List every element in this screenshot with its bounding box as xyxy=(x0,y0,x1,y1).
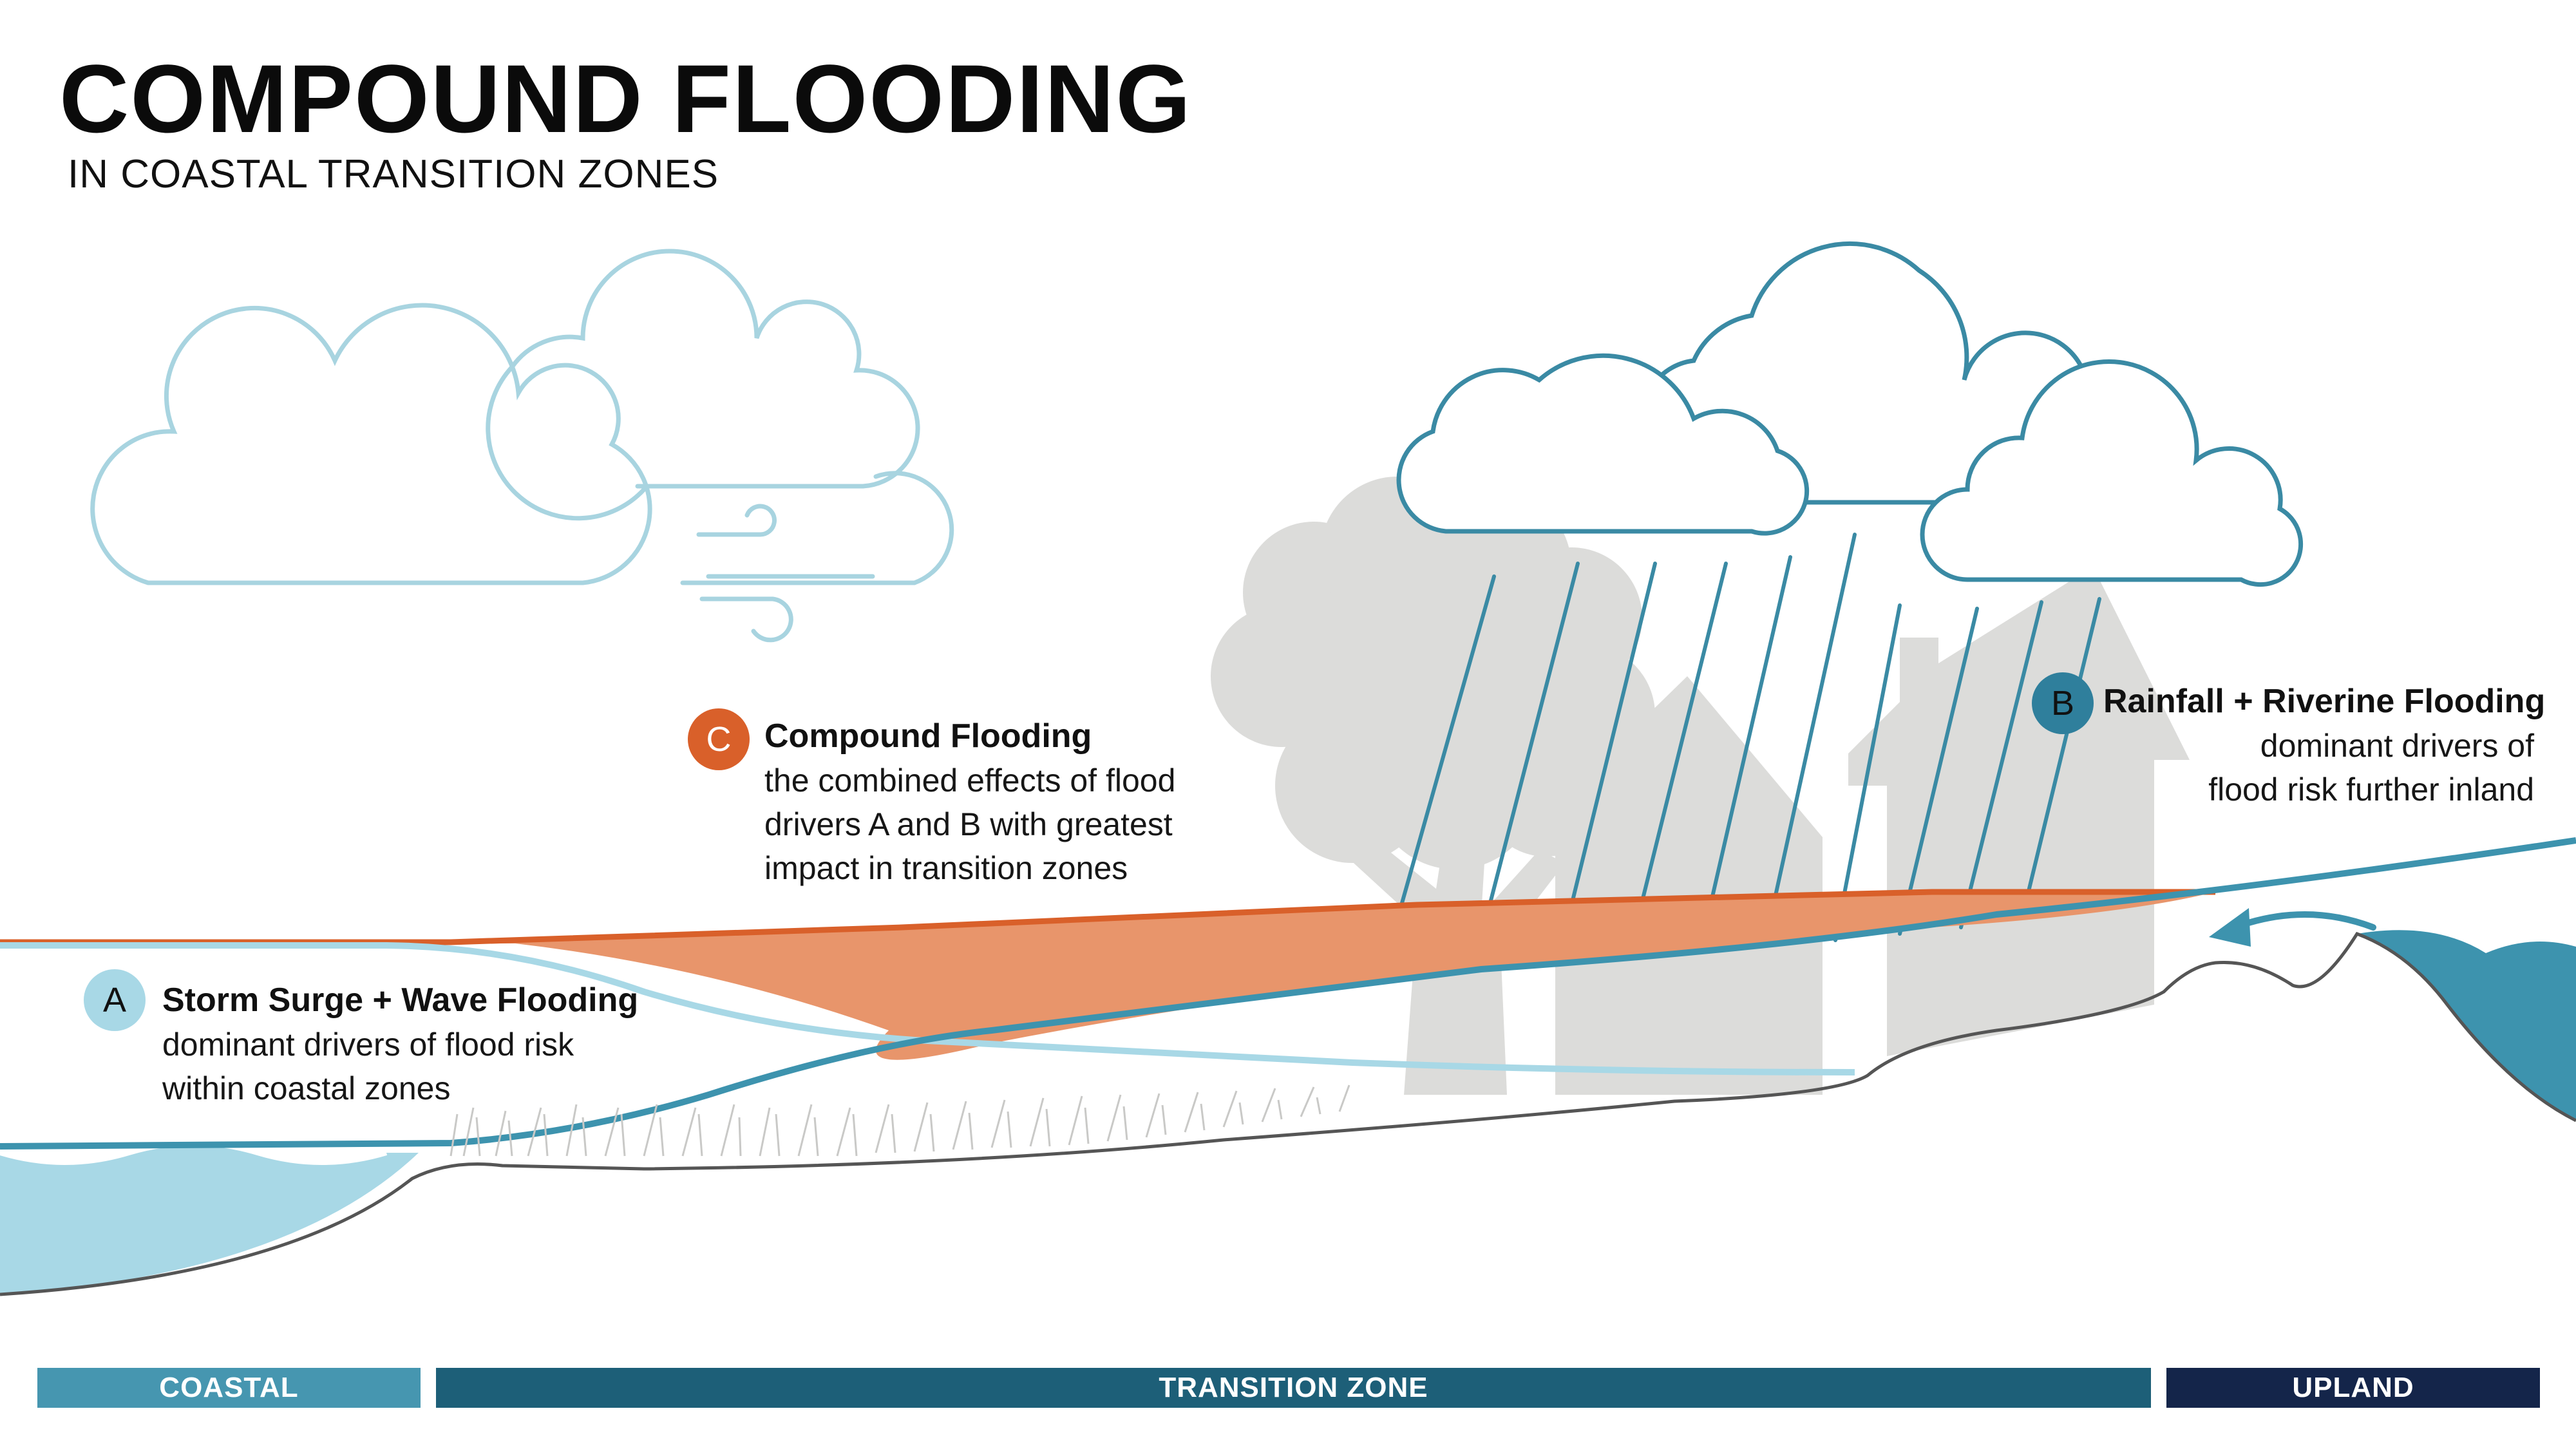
callout-c-line-1: the combined effects of flood xyxy=(764,762,1176,799)
rain-clouds xyxy=(1396,242,2304,587)
callout-b-badge: B xyxy=(2032,672,2094,734)
callout-a-line-2: within coastal zones xyxy=(162,1070,451,1106)
ground-profile xyxy=(0,931,2576,1296)
river-flow-arrow xyxy=(2209,908,2376,947)
zone-upland: UPLAND xyxy=(2166,1368,2540,1408)
callout-c-description: the combined effects of flood drivers A … xyxy=(764,759,1175,890)
callout-a-line-1: dominant drivers of flood risk xyxy=(162,1027,574,1063)
house-silhouette-right xyxy=(1848,567,2190,1056)
callout-a-badge: A xyxy=(84,969,146,1031)
callout-a-heading: Storm Surge + Wave Flooding xyxy=(162,981,639,1019)
callout-c-line-3: impact in transition zones xyxy=(764,850,1128,886)
callout-b-line-2: flood risk further inland xyxy=(2208,772,2534,808)
callout-a-description: dominant drivers of flood risk within co… xyxy=(162,1023,574,1110)
wind-lines xyxy=(696,504,875,643)
sea-water xyxy=(0,1141,419,1294)
house-silhouette-left xyxy=(1555,676,1823,1095)
river-water xyxy=(2357,930,2576,1121)
zone-coastal: COASTAL xyxy=(37,1368,421,1408)
callout-c-line-2: drivers A and B with greatest xyxy=(764,806,1173,842)
storm-surge-line xyxy=(0,942,1855,1075)
callout-b-description: dominant drivers of flood risk further i… xyxy=(2208,724,2534,811)
riverine-flood-line xyxy=(0,837,2576,1150)
page-title: COMPOUND FLOODING xyxy=(59,44,1192,153)
callout-b-line-1: dominant drivers of xyxy=(2260,728,2534,764)
page-subtitle: IN COASTAL TRANSITION ZONES xyxy=(68,152,719,196)
grass xyxy=(450,1084,1350,1157)
storm-clouds xyxy=(90,249,954,585)
callout-b-heading: Rainfall + Riverine Flooding xyxy=(2103,683,2546,720)
callout-c-badge: C xyxy=(688,708,750,770)
zone-transition: TRANSITION ZONE xyxy=(436,1368,2151,1408)
callout-c-heading: Compound Flooding xyxy=(764,717,1092,755)
